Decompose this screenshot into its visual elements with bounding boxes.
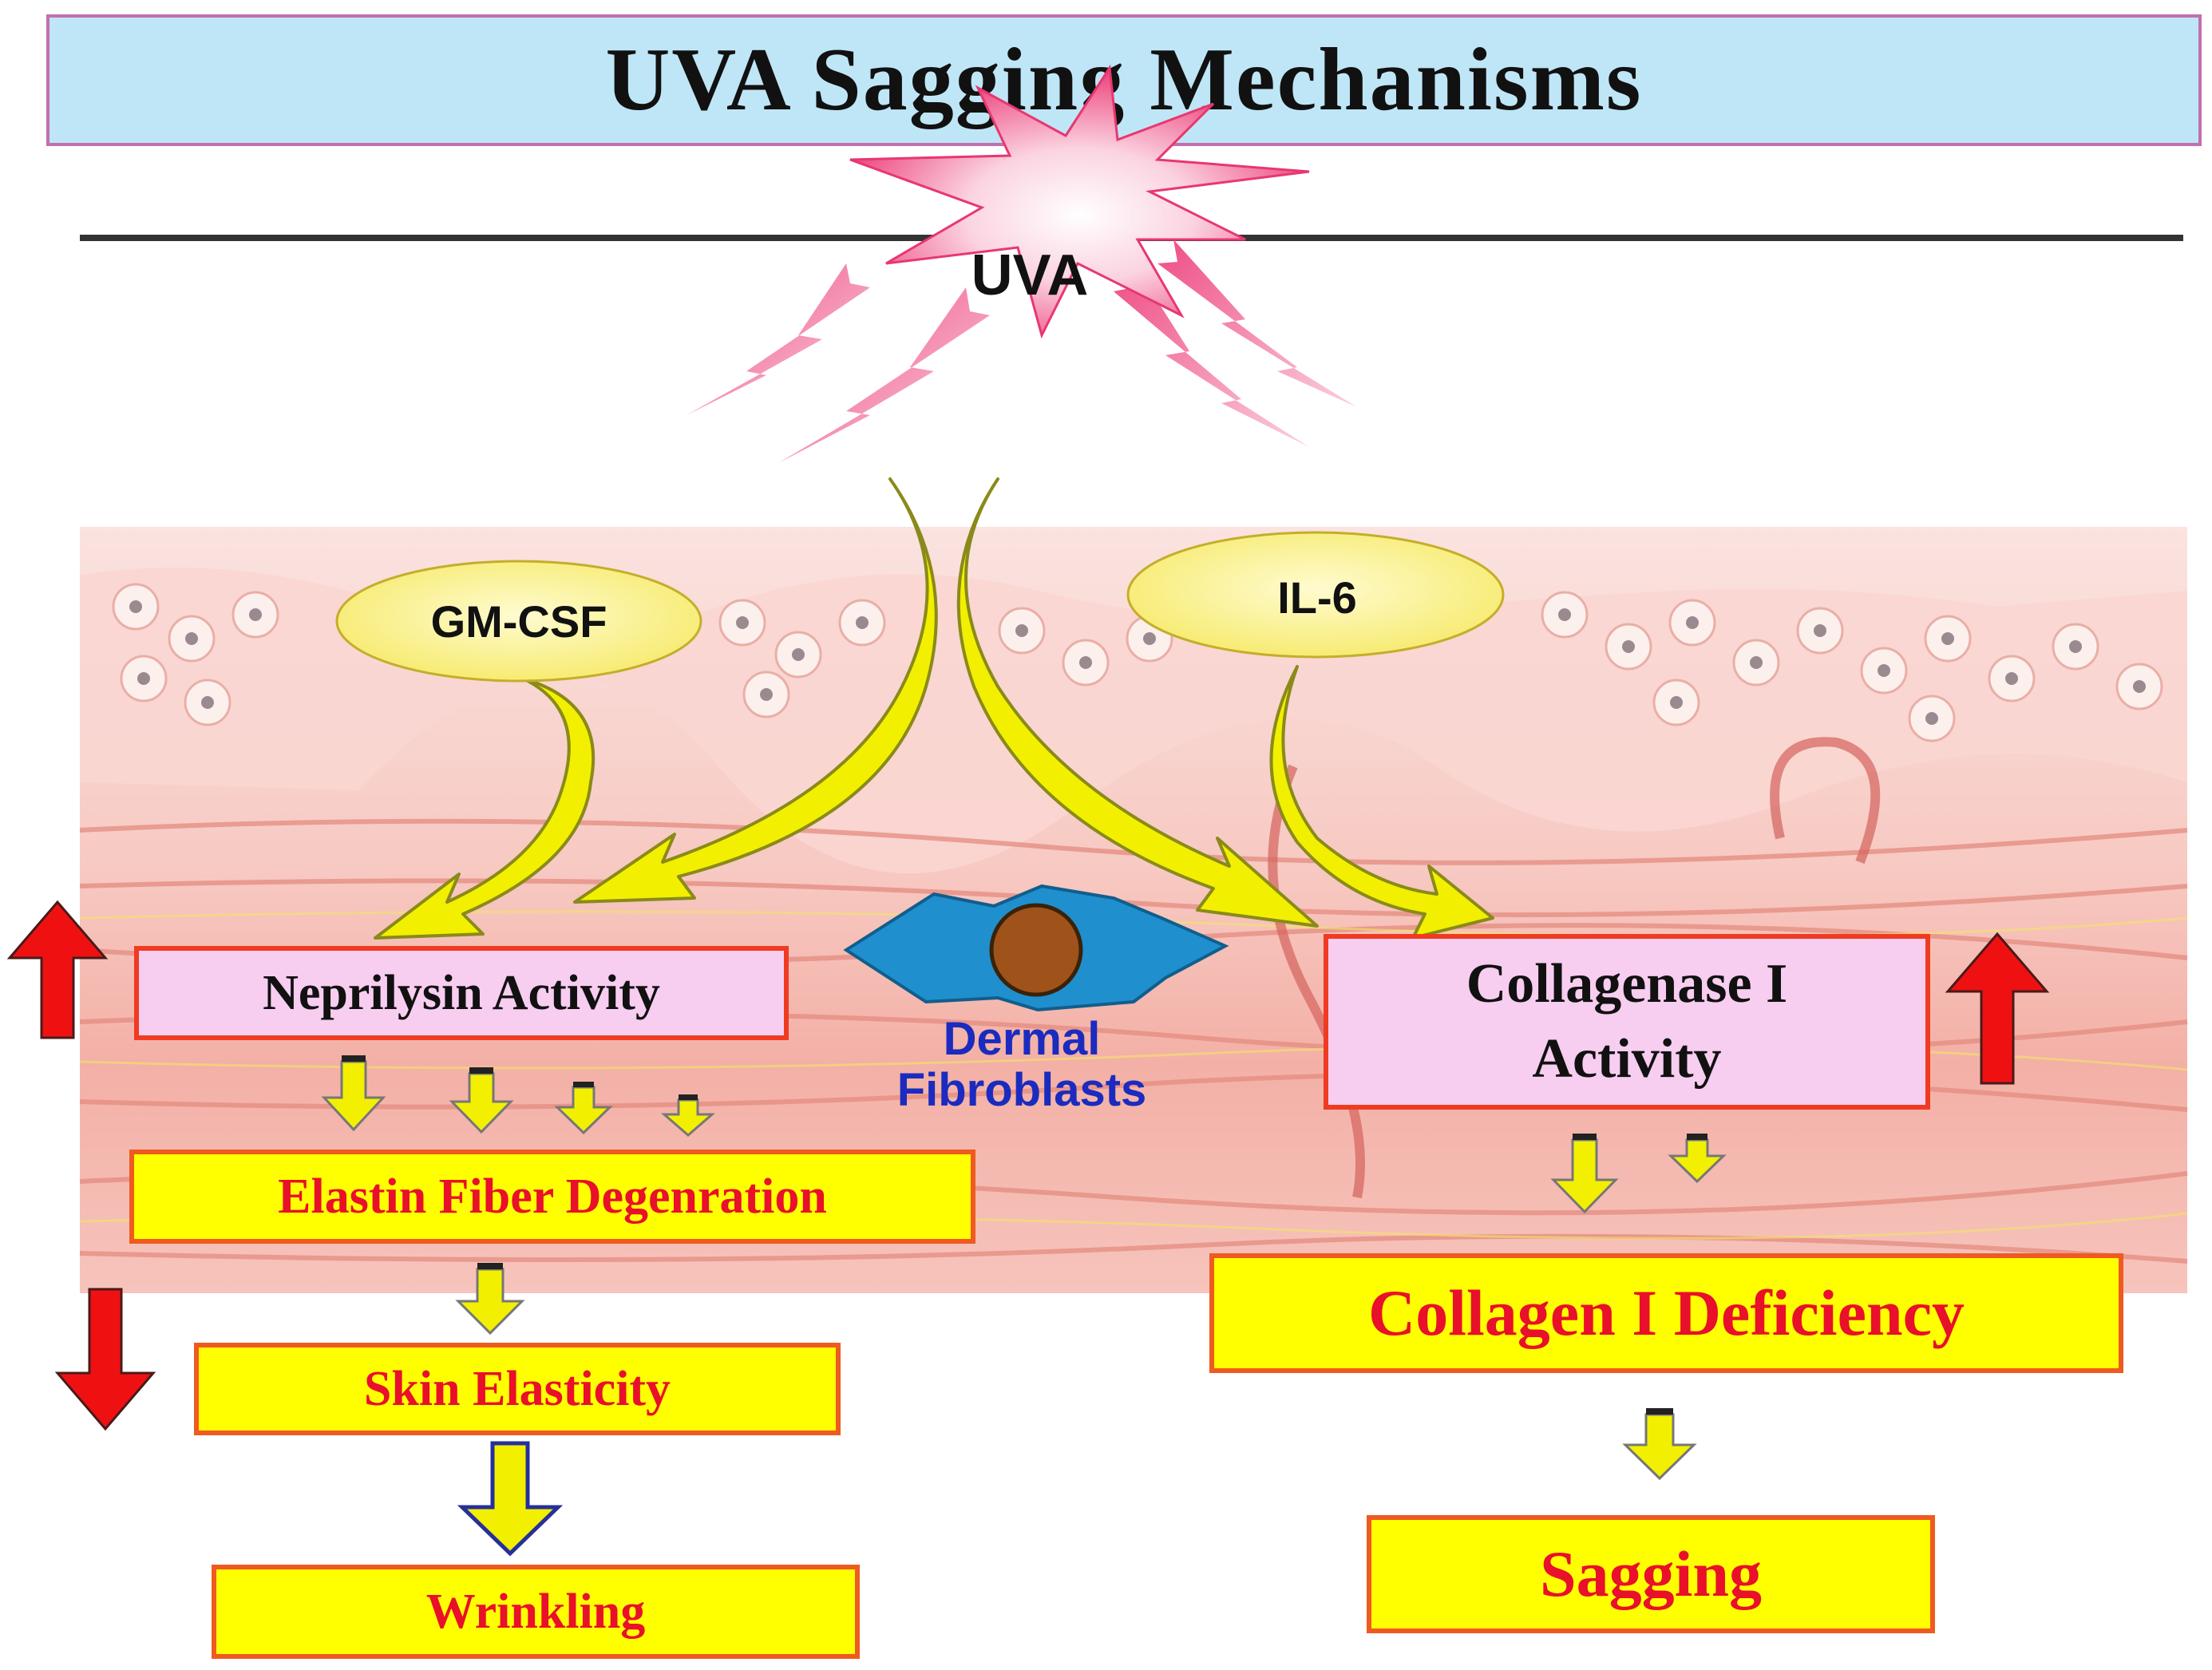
- gmcsf-to-neprilysin-arrow: [374, 677, 596, 940]
- collagenase-activity-box: Collagenase I Activity: [1324, 934, 1930, 1110]
- dermal-fibroblasts-label: Dermal Fibroblasts: [838, 1014, 1205, 1150]
- il6-label: IL-6: [1277, 572, 1357, 623]
- il6-ellipse: [1126, 531, 1505, 659]
- fibroblast-label-line2: Fibroblasts: [896, 1063, 1147, 1116]
- collagenase-line1: Collagenase I: [1466, 952, 1788, 1015]
- elastin-degeneration-box: Elastin Fiber Degenration: [129, 1150, 975, 1244]
- collagen-deficiency-box: Collagen I Deficiency: [1209, 1253, 2123, 1373]
- neprilysin-activity-box: Neprilysin Activity: [134, 946, 789, 1040]
- decrease-arrow-left: [54, 1288, 156, 1431]
- uva-label: UVA: [971, 243, 1089, 307]
- curved-arrows: [374, 477, 1494, 940]
- uva-to-neprilysin-arrow: [573, 477, 938, 904]
- down-arrows-neprilysin: [321, 1060, 716, 1137]
- collagenase-line2: Activity: [1532, 1028, 1722, 1090]
- fibroblast-label-line1: Dermal: [943, 1013, 1101, 1065]
- title-banner: UVA Sagging Mechanisms: [46, 14, 2202, 146]
- gmcsf-label: GM-CSF: [430, 596, 607, 647]
- gmcsf-ellipse: [335, 560, 702, 683]
- uva-to-collagenase-arrow: [956, 477, 1319, 928]
- sagging-box: Sagging: [1367, 1515, 1935, 1633]
- increase-arrow-left: [6, 900, 109, 1039]
- page-title: UVA Sagging Mechanisms: [605, 30, 1643, 129]
- dermal-fibroblast-cell: [843, 884, 1229, 1012]
- il6-to-collagenase-arrow: [1269, 665, 1494, 940]
- down-arrows-collagenase: [1550, 1138, 1727, 1214]
- down-arrow-to-skin-elasticity: [455, 1268, 525, 1336]
- down-arrow-to-sagging: [1622, 1413, 1697, 1481]
- uva-burst: [849, 64, 1310, 339]
- uva-lightning-bolts: [687, 239, 1357, 463]
- uva-source: UVA: [910, 239, 1150, 311]
- down-arrow-to-wrinkling: [457, 1441, 564, 1557]
- wrinkling-box: Wrinkling: [212, 1565, 860, 1659]
- increase-arrow-right: [1945, 932, 2050, 1085]
- skin-elasticity-box: Skin Elasticity: [194, 1343, 841, 1435]
